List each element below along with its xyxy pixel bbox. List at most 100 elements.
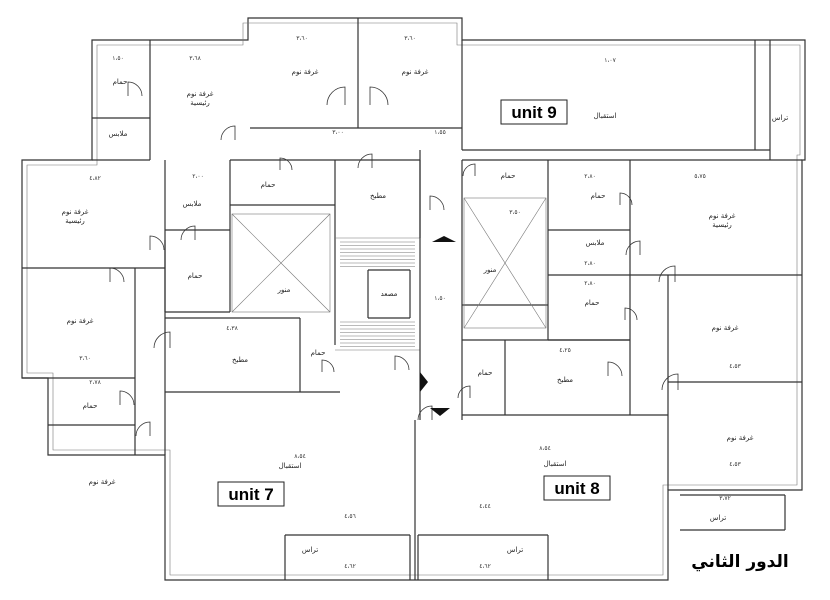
dim-label: ٤،٥٣: [729, 461, 741, 468]
room-bedroom-8a: غرفة نوم: [712, 324, 739, 332]
room-bedroom-9a: غرفة نوم: [292, 68, 319, 76]
dim-label: ٣،٦٠: [79, 355, 91, 362]
dim-label: ٣،٠٠: [332, 129, 344, 136]
room-kitchen-7: مطبخ: [232, 356, 248, 364]
door-swing: [149, 235, 165, 251]
door-swing: [279, 157, 293, 171]
dim-label: ٤،٥٦: [344, 513, 356, 520]
room-master-8-line1: غرفة نوم: [709, 212, 736, 220]
room-bath-7b: حمام: [188, 272, 203, 280]
room-bedroom-7a: غرفة نوم: [67, 317, 94, 325]
door-swing: [661, 373, 679, 391]
svg-text:unit 9: unit 9: [511, 103, 556, 122]
dim-label: ٤،٢٥: [559, 347, 571, 354]
dim-label: ٢،٨٠: [584, 173, 596, 180]
room-terrace-7: تراس: [302, 546, 318, 554]
dim-label: ٣،٧٢: [719, 495, 731, 502]
room-master-8-line2: رئيسية: [712, 221, 732, 229]
door-swing: [619, 192, 633, 206]
dim-label: ٢،٠٠: [192, 173, 204, 180]
room-bath-8b: حمام: [591, 192, 606, 200]
door-swing: [624, 307, 638, 321]
dim-label: ٤،٤٤: [479, 503, 491, 510]
dim-label: ٥،٧٥: [694, 173, 706, 180]
room-labels: غرفة نوم غرفة نوم غرفة نوم رئيسية حمام م…: [62, 68, 789, 554]
svg-text:unit 7: unit 7: [228, 485, 273, 504]
dim-label: ٤،٥٣: [729, 363, 741, 370]
dim-label: ١،٥٥: [434, 129, 446, 136]
room-reception-9: استقبال: [594, 112, 617, 120]
doors: [109, 81, 679, 437]
unit-9-box: unit 9: [500, 99, 568, 125]
door-swing: [429, 195, 445, 211]
room-lightwell-8: منور: [483, 266, 497, 274]
floor-title: الدور الثاني: [691, 552, 788, 572]
dim-label: ٢،٨٠: [584, 260, 596, 267]
door-swing: [135, 421, 151, 437]
room-bath-8a: حمام: [501, 172, 516, 180]
room-master-7-line2: رئيسية: [65, 217, 85, 225]
interior-walls: [22, 18, 802, 580]
dim-label: ٣،٦٠: [404, 35, 416, 42]
room-bath-8d: حمام: [478, 369, 493, 377]
room-reception-7: استقبال: [279, 462, 302, 470]
room-kitchen-9: مطبخ: [370, 192, 386, 200]
room-terrace-9: تراس: [772, 114, 788, 122]
door-swing: [127, 81, 143, 97]
door-swing: [625, 240, 641, 256]
door-swing: [462, 163, 476, 177]
door-swing: [417, 405, 433, 421]
room-lightwell-7: منور: [277, 286, 291, 294]
room-dressing-8: ملابس: [586, 239, 605, 247]
dim-label: ٢،٧٨: [89, 379, 101, 386]
room-terrace-8a: تراس: [507, 546, 523, 554]
room-bath-9: حمام: [113, 78, 128, 86]
dim-label: ٨،٥٤: [294, 453, 306, 460]
room-master-9-line1: غرفة نوم: [187, 90, 214, 98]
room-bath-7d: حمام: [83, 402, 98, 410]
dim-label: ١،٥٠: [434, 295, 446, 302]
room-bedroom-7b: غرفة نوم: [89, 478, 116, 486]
dim-label: ١،٠٧: [604, 57, 616, 64]
stair-arrows: [420, 236, 456, 416]
room-bedroom-9b: غرفة نوم: [402, 68, 429, 76]
room-bath-8c: حمام: [585, 299, 600, 307]
room-reception-8: استقبال: [544, 460, 567, 468]
dim-label: ١،٥٠: [112, 55, 124, 62]
room-dressing-7: ملابس: [183, 200, 202, 208]
unit-8-box: unit 8: [543, 475, 611, 501]
room-bedroom-8b: غرفة نوم: [727, 434, 754, 442]
svg-text:unit 8: unit 8: [554, 479, 599, 498]
dim-label: ٤،٦٢: [344, 563, 356, 570]
door-swing: [658, 265, 676, 283]
door-swing: [457, 385, 471, 399]
room-master-9-line2: رئيسية: [190, 99, 210, 107]
light-wells: [231, 197, 547, 329]
room-terrace-8b: تراس: [710, 514, 726, 522]
dim-label: ٣،٦٨: [189, 55, 201, 62]
door-swing: [109, 267, 125, 283]
door-swing: [321, 359, 335, 373]
room-master-7-line1: غرفة نوم: [62, 208, 89, 216]
door-swing: [180, 225, 196, 241]
door-swing: [369, 86, 389, 106]
outer-walls: [21, 17, 806, 581]
dimension-labels: ٣،٦٠ ٣،٦٠ ٣،٦٨ ١،٥٠ ١،٠٧ ٤،٨٢ ٣،٦٠ ٢،٧٨ …: [79, 35, 741, 570]
room-bath-7c: حمام: [311, 349, 326, 357]
door-swing: [394, 355, 410, 371]
door-swing: [607, 361, 623, 377]
dim-label: ٤،٦٢: [479, 563, 491, 570]
room-bath-7a: حمام: [261, 181, 276, 189]
room-dressing-9: ملابس: [109, 130, 128, 138]
door-swing: [153, 331, 171, 349]
dim-label: ٣،٥٠: [509, 209, 521, 216]
door-swing: [119, 390, 135, 406]
dim-label: ٢،٨٠: [584, 280, 596, 287]
unit-7-box: unit 7: [217, 481, 285, 507]
dim-label: ٤،٣٨: [226, 325, 238, 332]
room-elevator: مصعد: [381, 290, 398, 298]
door-swing: [326, 86, 346, 106]
room-kitchen-8: مطبخ: [557, 376, 573, 384]
dim-label: ٤،٨٢: [89, 175, 101, 182]
